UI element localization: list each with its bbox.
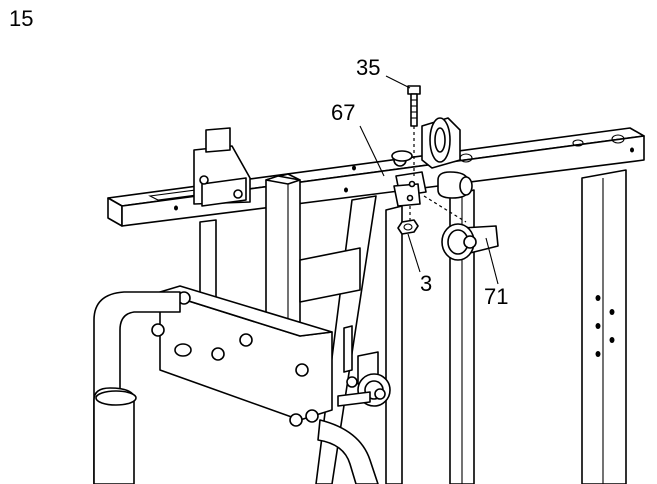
- bracket-67: [393, 171, 473, 207]
- bolt-35: [385, 75, 421, 176]
- lower-pulley: [337, 351, 391, 407]
- lower-base-frame: [151, 285, 333, 427]
- callout-bracket: 67: [331, 100, 356, 125]
- upper-pulley-assembly: [391, 117, 461, 169]
- nut-3: [397, 206, 421, 273]
- leader-67: [359, 125, 385, 177]
- callout-nut: 3: [420, 271, 433, 296]
- main-crossbar: [107, 127, 645, 227]
- pulley-71: [423, 195, 499, 285]
- step-number: 15: [9, 6, 34, 31]
- left-crossbar-bracket: [193, 127, 251, 207]
- handlebar: [93, 291, 379, 484]
- right-upright-post: [581, 169, 627, 484]
- callout-pulley: 71: [484, 284, 509, 309]
- callout-bolt: 35: [356, 55, 381, 80]
